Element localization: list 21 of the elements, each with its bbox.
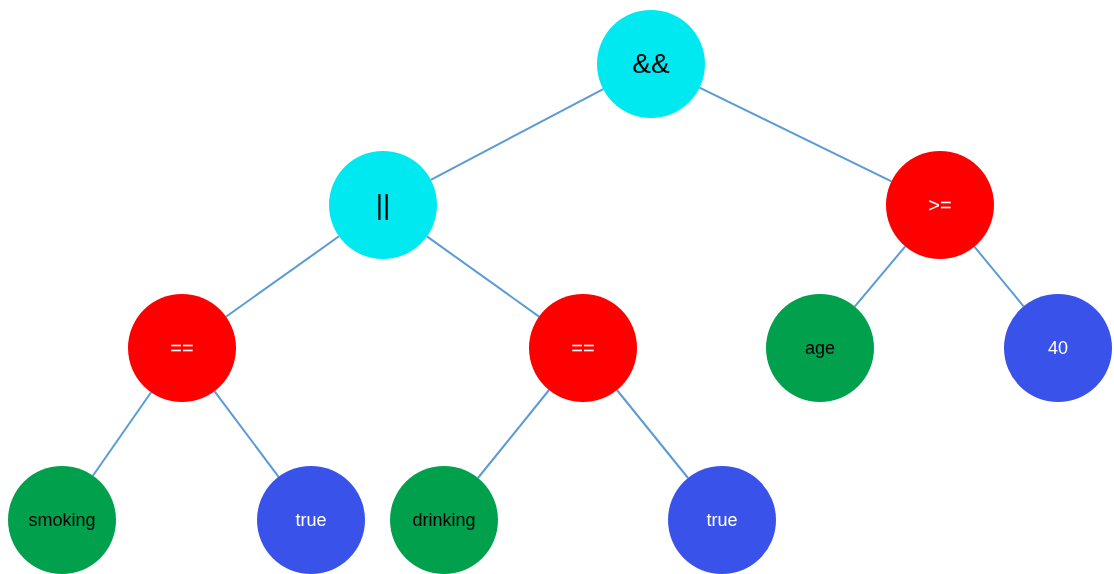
node-label: age bbox=[804, 337, 835, 359]
connector-line bbox=[476, 389, 551, 479]
connector-line bbox=[213, 390, 280, 478]
node-label: drinking bbox=[412, 509, 476, 531]
node-label: == bbox=[571, 336, 595, 360]
node-label: >= bbox=[928, 193, 952, 217]
node-label: true bbox=[295, 509, 327, 531]
connector-line bbox=[615, 389, 690, 479]
connector-line bbox=[853, 245, 907, 308]
node-label: == bbox=[170, 336, 194, 360]
connector-line bbox=[973, 245, 1025, 308]
node-label: && bbox=[632, 48, 670, 80]
node-label: || bbox=[375, 189, 391, 221]
node-label: true bbox=[706, 509, 738, 531]
connector-line bbox=[91, 391, 153, 477]
connector-line bbox=[429, 88, 605, 181]
node-label: smoking bbox=[28, 509, 96, 531]
connector-line bbox=[698, 86, 893, 183]
node-label: 40 bbox=[1048, 337, 1068, 359]
connector-line bbox=[425, 235, 541, 318]
connector-line bbox=[225, 235, 340, 318]
